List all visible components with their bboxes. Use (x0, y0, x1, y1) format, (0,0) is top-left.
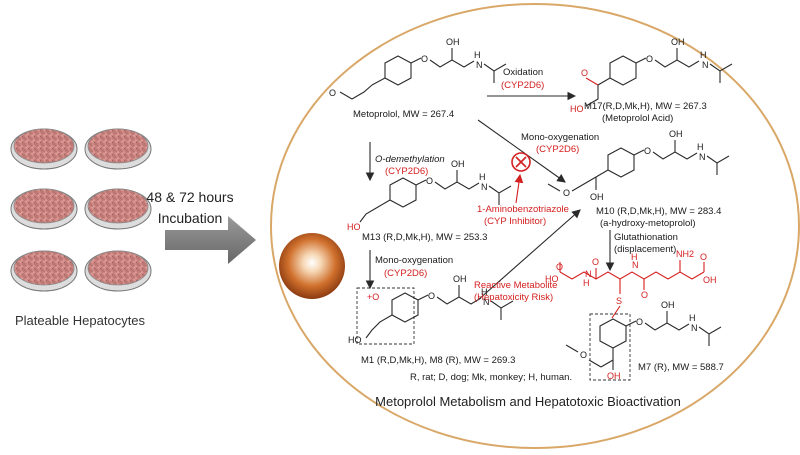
svg-text:OH: OH (669, 129, 683, 139)
m17-sublabel: (Metoprolol Acid) (602, 113, 673, 124)
svg-text:HO: HO (348, 335, 362, 345)
svg-text:OH: OH (607, 371, 621, 381)
svg-text:O: O (428, 291, 435, 301)
m13-label: M13 (R,D,Mk,H), MW = 253.3 (362, 232, 487, 243)
m1-label: M1 (R,D,Mk,H), M8 (R), MW = 269.3 (361, 355, 515, 366)
hepatocytes-label: Plateable Hepatocytes (15, 313, 146, 328)
svg-text:O: O (636, 317, 643, 327)
svg-text:O: O (563, 188, 570, 198)
svg-text:NH2: NH2 (676, 249, 694, 259)
mono-oxygenation-enzyme-m1: (CYP2D6) (384, 268, 427, 279)
reactive-metabolite-label: Reactive Metabolite (474, 280, 557, 291)
m17-label: M17(R,D,Mk,H), MW = 267.3 (584, 101, 707, 112)
metoprolol-label: Metoprolol, MW = 267.4 (353, 109, 454, 120)
m1-reactive-site-box (356, 287, 415, 345)
m1-plus-oxygen: +O (367, 292, 379, 302)
svg-text:HO: HO (570, 104, 584, 114)
svg-text:N: N (632, 260, 639, 270)
svg-text:OH: OH (590, 192, 604, 202)
glutathionation-sublabel: (displacement) (614, 244, 676, 255)
m7-thioether-bond (611, 305, 621, 319)
svg-text:OH: OH (451, 159, 465, 169)
incubation-label: Incubation (158, 210, 223, 226)
reactive-to-m10-arrow (477, 209, 581, 301)
petri-dish (10, 250, 78, 292)
petri-dish (84, 188, 152, 230)
svg-text:N: N (481, 182, 488, 192)
mono-oxygenation-arrow-m10 (477, 119, 566, 183)
m7-metoprolol-moiety: OH O O OH H N (565, 300, 722, 381)
svg-text:OH: OH (661, 300, 675, 310)
m7-glutathione-moiety: O HO H N O N H S O NH2 O OH (545, 249, 717, 306)
mono-oxygenation-label-m10: Mono-oxygenation (521, 132, 599, 143)
svg-text:H: H (700, 50, 707, 60)
svg-text:H: H (583, 278, 590, 288)
petri-dish (84, 128, 152, 170)
inhibitor-sublabel: (CYP Inhibitor) (484, 216, 546, 227)
petri-dish (10, 128, 78, 170)
m10-label: M10 (R,D,Mk,H), MW = 283.4 (596, 206, 721, 217)
svg-text:HO: HO (545, 274, 559, 284)
m1-structure: HO O OH H N (348, 274, 514, 345)
svg-text:OH: OH (453, 274, 467, 284)
svg-text:OH: OH (703, 275, 717, 285)
m13-structure: HO O OH H N (347, 159, 512, 232)
svg-text:HO: HO (347, 222, 361, 232)
o-demethylation-label: O-demethylation (375, 154, 445, 165)
svg-text:O: O (556, 262, 563, 272)
svg-text:N: N (483, 297, 490, 307)
svg-text:OH: OH (671, 37, 685, 47)
svg-text:O: O (580, 350, 587, 360)
m10-sublabel: (a-hydroxy-metoprolol) (600, 218, 696, 229)
svg-text:N: N (699, 152, 706, 162)
svg-text:O: O (592, 257, 599, 267)
petri-dish (10, 188, 78, 230)
incubation-arrow (165, 216, 256, 264)
o-demethylation-enzyme: (CYP2D6) (385, 166, 428, 177)
svg-text:O: O (644, 146, 651, 156)
oxidation-label: Oxidation (503, 67, 543, 78)
metabolism-ellipse (270, 3, 800, 449)
svg-text:H: H (689, 313, 696, 323)
petri-dish (84, 250, 152, 292)
diagram-title: Metoprolol Metabolism and Hepatotoxic Bi… (375, 394, 681, 409)
svg-text:H: H (474, 50, 481, 60)
svg-text:S: S (616, 296, 622, 306)
reactive-metabolite-sublabel: (Hepatoxicity Risk) (474, 292, 553, 303)
m7-reactive-site-box (589, 313, 631, 381)
svg-text:OH: OH (446, 37, 460, 47)
m7-label: M7 (R), MW = 588.7 (638, 362, 724, 373)
inhibitor-label: 1-Aminobenzotriazole (477, 204, 569, 215)
mono-oxygenation-enzyme-m10: (CYP2D6) (536, 144, 579, 155)
petri-dishes (10, 128, 152, 292)
svg-text:O: O (700, 252, 707, 262)
svg-text:O: O (581, 68, 588, 78)
mono-oxygenation-label-m1: Mono-oxygenation (375, 255, 453, 266)
svg-text:H: H (481, 287, 488, 297)
oxidation-enzyme: (CYP2D6) (501, 80, 544, 91)
svg-text:H: H (479, 172, 486, 182)
svg-text:N: N (585, 269, 592, 279)
glutathionation-label: Glutathionation (614, 232, 678, 243)
svg-text:N: N (476, 60, 483, 70)
species-legend: R, rat; D, dog; Mk, monkey; H, human. (410, 372, 572, 383)
metoprolol-structure: O O OH H N (329, 37, 507, 100)
svg-text:O: O (426, 176, 433, 186)
m10-structure: OH O O OH H N (547, 129, 730, 202)
hepatocyte-spheroid (279, 233, 345, 299)
m17-structure: O HO O OH H N (570, 37, 733, 114)
svg-text:N: N (702, 60, 709, 70)
svg-text:O: O (641, 290, 648, 300)
inhibitor-arrow (514, 173, 524, 204)
inhibitor-icon (511, 152, 531, 172)
svg-text:H: H (697, 142, 704, 152)
svg-text:H: H (631, 252, 638, 262)
incubation-time: 48 & 72 hours (146, 189, 233, 205)
svg-text:N: N (691, 323, 698, 333)
svg-text:O: O (421, 54, 428, 64)
svg-text:O: O (646, 54, 653, 64)
svg-text:O: O (329, 88, 336, 98)
